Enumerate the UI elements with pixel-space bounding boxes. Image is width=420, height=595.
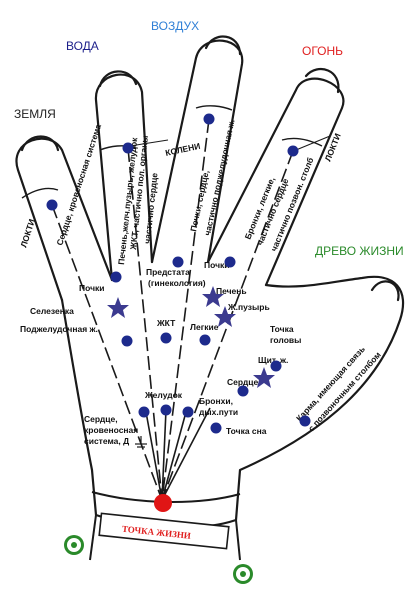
dot-stomach-1 bbox=[160, 404, 172, 416]
label-gallbladder: Ж.пузырь bbox=[227, 302, 270, 312]
star-thyroid bbox=[253, 367, 275, 388]
life-lines bbox=[145, 407, 211, 501]
label-spleen: Селезенка bbox=[30, 306, 74, 316]
label-gi-tract: ЖКТ bbox=[156, 318, 176, 328]
dot-prostate bbox=[172, 256, 184, 268]
label-cardio-3: система, Д bbox=[84, 436, 129, 446]
dot-cardio bbox=[138, 406, 150, 418]
dot-head-point bbox=[270, 360, 282, 372]
dot-pancreas bbox=[121, 335, 133, 347]
little-finger-joint: ЛОКТИ bbox=[18, 218, 37, 249]
label-stomach: Желудок bbox=[144, 390, 183, 400]
label-heart: Сердце bbox=[227, 377, 258, 387]
dot-stomach-2 bbox=[182, 406, 194, 418]
hand-outline bbox=[15, 35, 405, 522]
acupoints bbox=[46, 113, 311, 434]
dot-gi-tract bbox=[160, 332, 172, 344]
label-cardio-1: Сердце, bbox=[84, 414, 118, 424]
element-air: ВОЗДУХ bbox=[151, 19, 199, 33]
star-gallbladder bbox=[214, 306, 236, 327]
dot-kidneys-right bbox=[224, 256, 236, 268]
dot-index-finger bbox=[287, 145, 299, 157]
little-finger-organs: Сердце, кровеносная система bbox=[54, 123, 103, 247]
joint-pointers bbox=[129, 135, 331, 151]
dot-kidneys-left bbox=[110, 271, 122, 283]
dot-heart bbox=[237, 385, 249, 397]
label-head-point-1: Точка bbox=[270, 324, 294, 334]
label-pancreas: Поджелудочная ж. bbox=[20, 324, 98, 334]
life-point-band bbox=[98, 512, 230, 550]
star-liver bbox=[202, 286, 224, 307]
label-liver: Печень bbox=[216, 286, 247, 296]
flower-left bbox=[64, 535, 84, 555]
ring-finger-joint: КОЛЕНИ bbox=[164, 141, 201, 158]
label-kidneys-right: Почки bbox=[204, 260, 230, 270]
dot-lungs bbox=[199, 334, 211, 346]
dot-middle-finger bbox=[203, 113, 215, 125]
ring-finger-labels: Печень,желч.пузырь, желудок ЖКТ, частичн… bbox=[116, 135, 201, 265]
dot-sleep bbox=[210, 422, 222, 434]
element-fire: ОГОНЬ bbox=[302, 44, 343, 58]
label-thyroid: Щит. ж. bbox=[258, 355, 288, 365]
label-sleep-point: Точка сна bbox=[226, 426, 267, 436]
life-point-dot bbox=[154, 494, 172, 512]
label-head-point-2: головы bbox=[270, 335, 301, 345]
stars bbox=[107, 286, 275, 388]
dot-ring-finger bbox=[122, 142, 134, 154]
ground-symbol bbox=[135, 436, 147, 448]
star-spleen bbox=[107, 297, 129, 318]
element-tree-of-life: ДРЕВО ЖИЗНИ bbox=[315, 244, 404, 258]
element-water: ВОДА bbox=[66, 39, 99, 53]
label-cardio-2: кровеносная bbox=[84, 425, 138, 435]
meridian-lines bbox=[51, 118, 294, 501]
flower-right bbox=[233, 564, 253, 584]
dot-karma bbox=[299, 415, 311, 427]
label-lungs: Легкие bbox=[190, 322, 219, 332]
label-kidneys-left: Почки bbox=[79, 283, 105, 293]
label-prostate-1: Предстата bbox=[146, 267, 190, 277]
label-bronchi-1: Бронхи, bbox=[199, 396, 233, 406]
label-prostate-2: (гинекология) bbox=[148, 278, 206, 288]
element-earth: ЗЕМЛЯ bbox=[14, 107, 56, 121]
label-bronchi-2: дых.пути bbox=[199, 407, 238, 417]
dot-little-finger bbox=[46, 199, 58, 211]
